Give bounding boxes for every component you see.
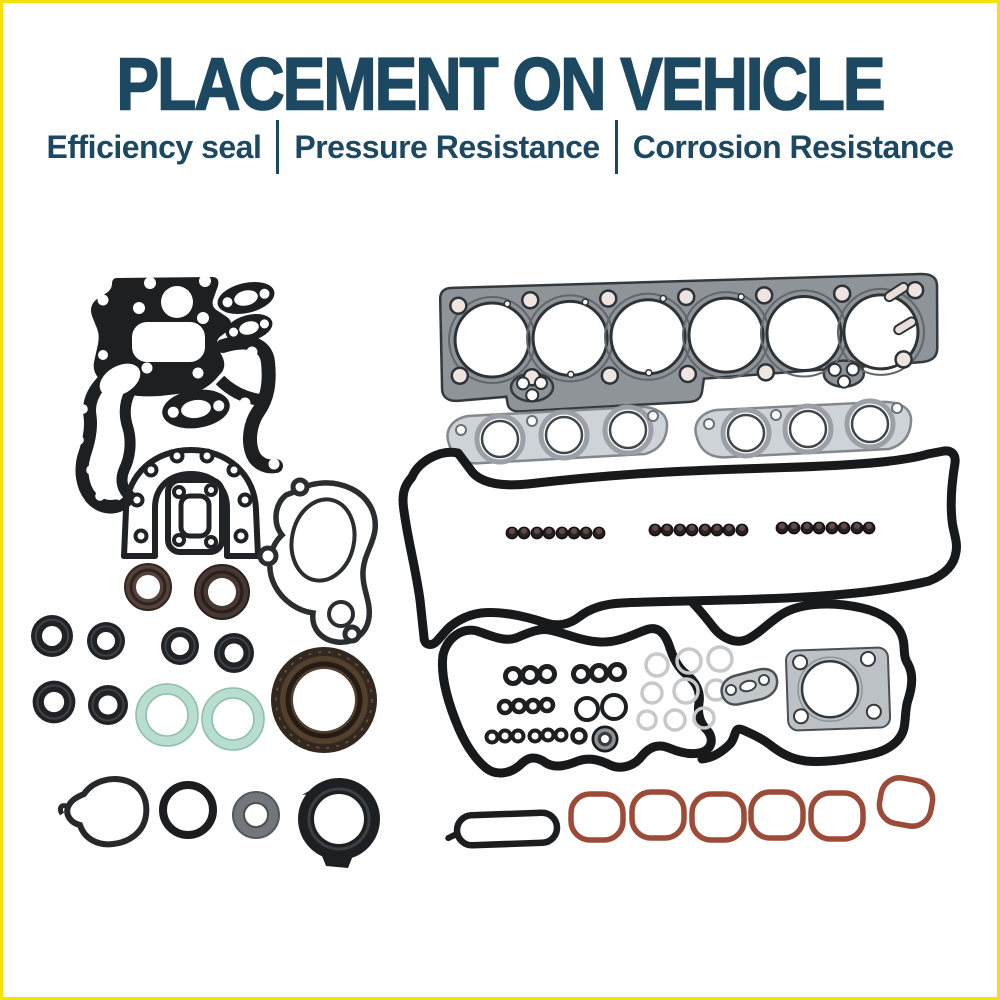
clear-o-rings — [636, 645, 734, 732]
small-o-rings — [484, 662, 628, 745]
cam-housing-gasket — [165, 477, 225, 555]
exhaust-manifold-gasket-right — [694, 398, 913, 459]
two-hole-gasket — [720, 667, 779, 706]
intake-manifold-port-seals — [571, 772, 936, 840]
feature-corrosion-resistance: Corrosion Resistance — [632, 128, 954, 165]
intake-plenum-gasket — [686, 596, 917, 766]
valve-cover-gasket — [398, 446, 961, 649]
thermostat-gasket — [57, 776, 150, 848]
grommet-seal — [591, 725, 619, 753]
feature-efficiency-seal: Efficiency seal — [46, 128, 262, 165]
timing-cover-gasket — [74, 275, 283, 514]
valve-stem-seals — [505, 521, 876, 540]
strip-gasket — [445, 809, 561, 849]
feature-list: Efficiency seal Pressure Resistance Corr… — [3, 117, 997, 177]
throttle-body-gasket — [785, 646, 892, 732]
cylinder-head-gasket — [438, 272, 939, 413]
small-oval-port-gaskets — [162, 281, 275, 429]
camshaft-seal-small — [124, 563, 172, 611]
feature-divider — [276, 120, 280, 174]
page-title: PLACEMENT ON VEHICLE — [116, 42, 887, 126]
coolant-o-rings — [136, 684, 264, 750]
timing-chain-case-gasket — [437, 624, 716, 778]
feature-divider — [614, 120, 618, 174]
water-pump-gasket — [257, 477, 378, 645]
cylinder-bores — [448, 287, 925, 385]
feature-pressure-resistance: Pressure Resistance — [294, 128, 600, 165]
rear-main-seal-retainer-gasket — [121, 446, 261, 559]
o-ring — [159, 781, 217, 839]
exhaust-manifold-gasket-left — [446, 404, 669, 465]
camshaft-seal-large — [194, 564, 250, 620]
sealing-washer — [232, 791, 280, 839]
cam-plug-seal — [298, 778, 380, 868]
crankshaft-seal — [271, 647, 377, 753]
